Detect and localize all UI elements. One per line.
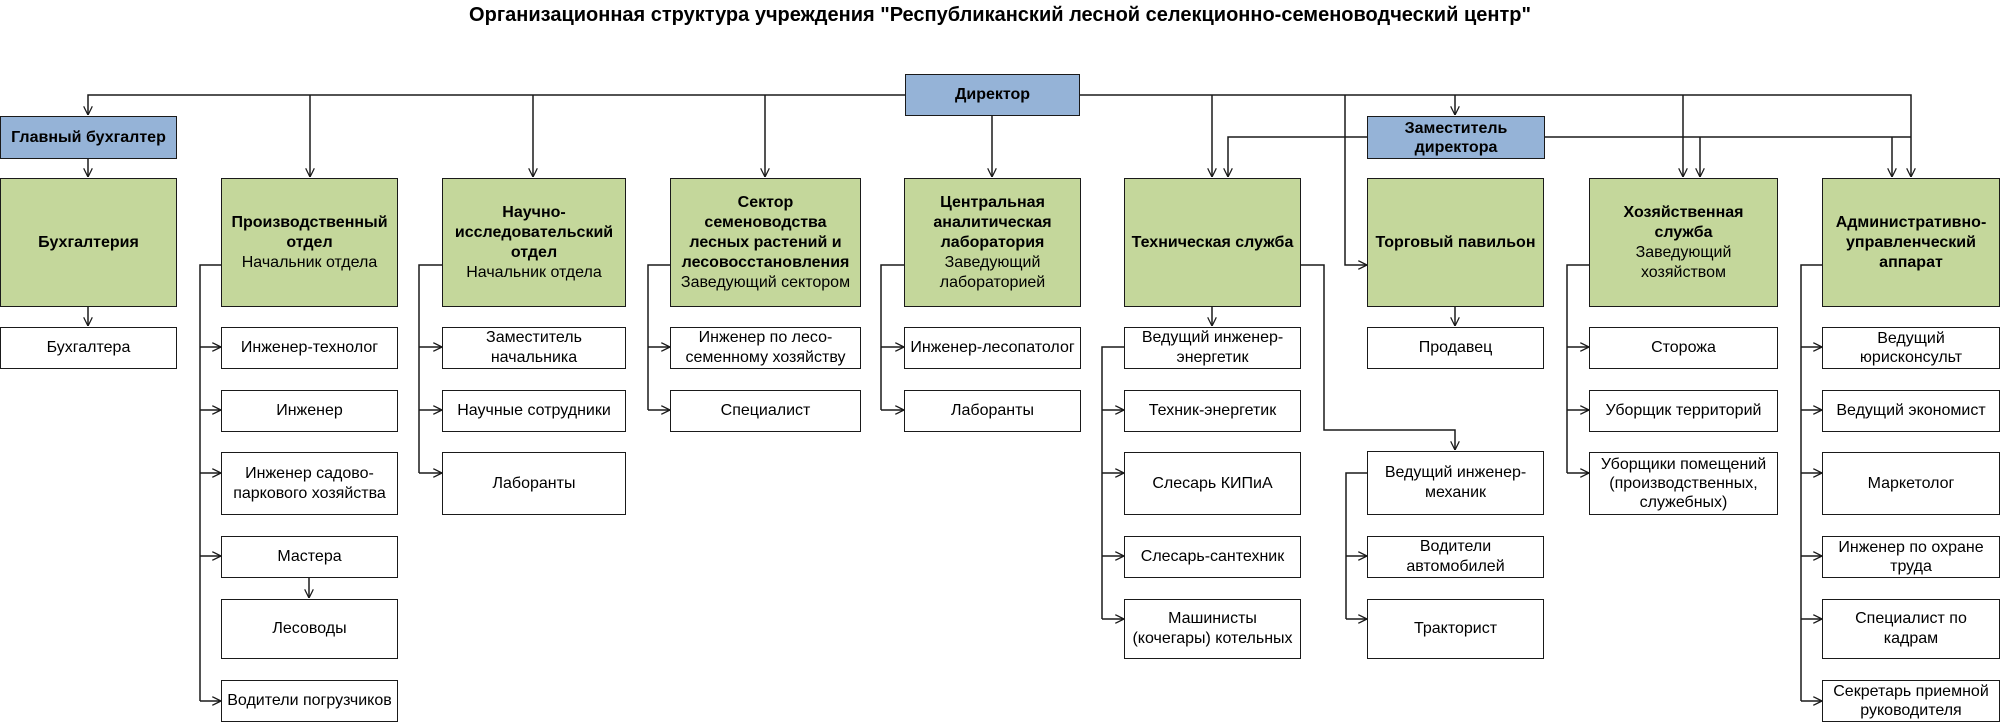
staff-label: Водители автомобилей <box>1406 538 1505 575</box>
staff-box: Мастера <box>221 536 398 578</box>
staff-label: Инженер садово-паркового хозяйства <box>233 464 386 502</box>
staff-label: Уборщики помещений (производственных, сл… <box>1600 456 1767 511</box>
staff-label: Специалист по кадрам <box>1855 610 1967 647</box>
staff-label: Тракторист <box>1413 620 1498 637</box>
staff-label: Заместитель начальника <box>486 329 582 366</box>
staff-box: Бухгалтера <box>0 327 177 369</box>
staff-box: Инженер садово-паркового хозяйства <box>221 452 398 515</box>
seed-sector-name: Сектор семеноводства лесных растений и л… <box>681 193 850 271</box>
staff-box: Уборщик территорий <box>1589 390 1778 432</box>
staff-label: Ведущий юрисконсульт <box>1859 330 1963 366</box>
staff-box: Слесарь-сантехник <box>1124 536 1301 578</box>
staff-box: Научные сотрудники <box>442 390 626 432</box>
staff-label: Маркетолог <box>1867 474 1955 492</box>
research-head: Начальник отдела <box>466 263 602 281</box>
staff-box: Ведущий инженер-энергетик <box>1124 327 1301 369</box>
deputy-director-label: Заместитель директора <box>1404 119 1508 156</box>
deputy-director-box: Заместитель директора <box>1367 116 1545 159</box>
staff-box: Лаборанты <box>904 390 1081 432</box>
production-head: Начальник отдела <box>241 253 378 271</box>
staff-box: Лесоводы <box>221 599 398 659</box>
staff-box: Инженер по охране труда <box>1822 536 2000 578</box>
staff-box: Инженер <box>221 390 398 432</box>
staff-label: Ведущий инженер-энергетик <box>1141 329 1284 366</box>
staff-label: Слесарь КИПиА <box>1152 474 1273 492</box>
staff-box: Ведущий юрисконсульт <box>1822 327 2000 369</box>
director-box: Директор <box>905 74 1080 116</box>
staff-label: Секретарь приемной руководителя <box>1833 683 1989 719</box>
staff-label: Лаборанты <box>492 474 576 492</box>
staff-label: Продавец <box>1418 339 1493 356</box>
research-name: Научно-исследовательский отдел <box>454 203 614 261</box>
staff-label: Техник-энергетик <box>1148 402 1277 419</box>
production-name: Производственный отдел <box>231 213 388 251</box>
seed-sector-head: Заведующий сектором <box>680 273 851 291</box>
staff-box: Машинисты (кочегары) котельных <box>1124 599 1301 659</box>
technical-name: Техническая служба <box>1131 233 1294 251</box>
seed-sector-box: Сектор семеноводства лесных растений и л… <box>670 178 861 307</box>
staff-label: Научные сотрудники <box>457 402 611 419</box>
staff-label: Инженер по охране труда <box>1838 539 1984 575</box>
staff-label: Сторожа <box>1651 339 1716 356</box>
staff-box: Слесарь КИПиА <box>1124 452 1301 515</box>
staff-box: Инженер-лесопатолог <box>904 327 1081 369</box>
staff-box: Тракторист <box>1367 599 1544 659</box>
chief-accountant-label: Главный бухгалтер <box>11 128 166 146</box>
staff-box: Уборщики помещений (производственных, сл… <box>1589 452 1778 515</box>
staff-label: Бухгалтера <box>46 339 131 356</box>
chief-accountant-box: Главный бухгалтер <box>0 116 177 159</box>
staff-box: Техник-энергетик <box>1124 390 1301 432</box>
staff-box: Инженер-технолог <box>221 327 398 369</box>
staff-label: Уборщик территорий <box>1605 402 1762 419</box>
central-lab-head: Заведующий лабораторией <box>939 253 1046 291</box>
staff-label: Ведущий экономист <box>1836 402 1986 419</box>
accounting-name: Бухгалтерия <box>38 233 139 251</box>
staff-box: Сторожа <box>1589 327 1778 369</box>
staff-box: Специалист <box>670 390 861 432</box>
staff-box: Специалист по кадрам <box>1822 599 2000 659</box>
staff-label: Машинисты (кочегары) котельных <box>1132 610 1293 647</box>
staff-label: Ведущий инженер-механик <box>1384 464 1527 501</box>
staff-label: Инженер <box>276 402 343 419</box>
staff-box: Лаборанты <box>442 452 626 515</box>
staff-box: Секретарь приемной руководителя <box>1822 680 2000 722</box>
accounting-box: Бухгалтерия <box>0 178 177 307</box>
staff-box: Водители погрузчиков <box>221 680 398 722</box>
staff-box: Ведущий экономист <box>1822 390 2000 432</box>
staff-box: Маркетолог <box>1822 452 2000 515</box>
staff-label: Специалист <box>720 402 811 419</box>
trade-name: Торговый павильон <box>1375 233 1536 251</box>
staff-label: Лаборанты <box>951 402 1034 419</box>
staff-label: Инженер-лесопатолог <box>910 339 1075 356</box>
staff-label: Мастера <box>277 548 342 565</box>
staff-box: Инженер по лесо-семенному хозяйству <box>670 327 861 369</box>
staff-label: Слесарь-сантехник <box>1140 548 1285 565</box>
page-title: Организационная структура учреждения "Ре… <box>469 4 1531 26</box>
trade-box: Торговый павильон <box>1367 178 1544 307</box>
staff-label: Инженер-технолог <box>240 339 379 356</box>
staff-box: Продавец <box>1367 327 1544 369</box>
admin-box: Административно-управленческий аппарат <box>1822 178 2000 307</box>
staff-box: Ведущий инженер-механик <box>1367 451 1544 515</box>
household-head: Заведующий хозяйством <box>1635 243 1732 281</box>
staff-box: Заместитель начальника <box>442 327 626 369</box>
director-label: Директор <box>954 86 1031 103</box>
staff-label: Инженер по лесо-семенному хозяйству <box>685 329 846 366</box>
central-lab-name: Центральная аналитическая лаборатория <box>933 193 1052 251</box>
staff-label: Лесоводы <box>272 620 347 637</box>
admin-name: Административно-управленческий аппарат <box>1835 213 1987 271</box>
household-name: Хозяйственная служба <box>1623 203 1744 241</box>
technical-box: Техническая служба <box>1124 178 1301 307</box>
staff-box: Водители автомобилей <box>1367 536 1544 578</box>
staff-label: Водители погрузчиков <box>227 692 392 709</box>
